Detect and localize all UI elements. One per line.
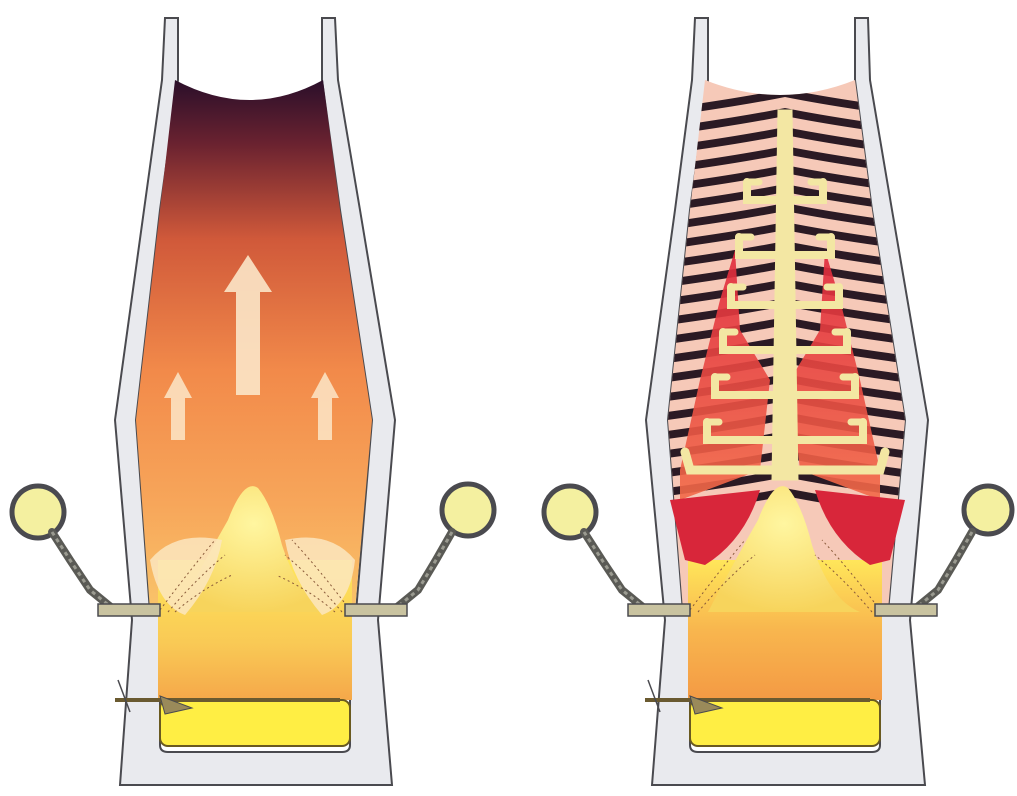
right-furnace [544,18,1012,785]
left-furnace [12,18,494,785]
